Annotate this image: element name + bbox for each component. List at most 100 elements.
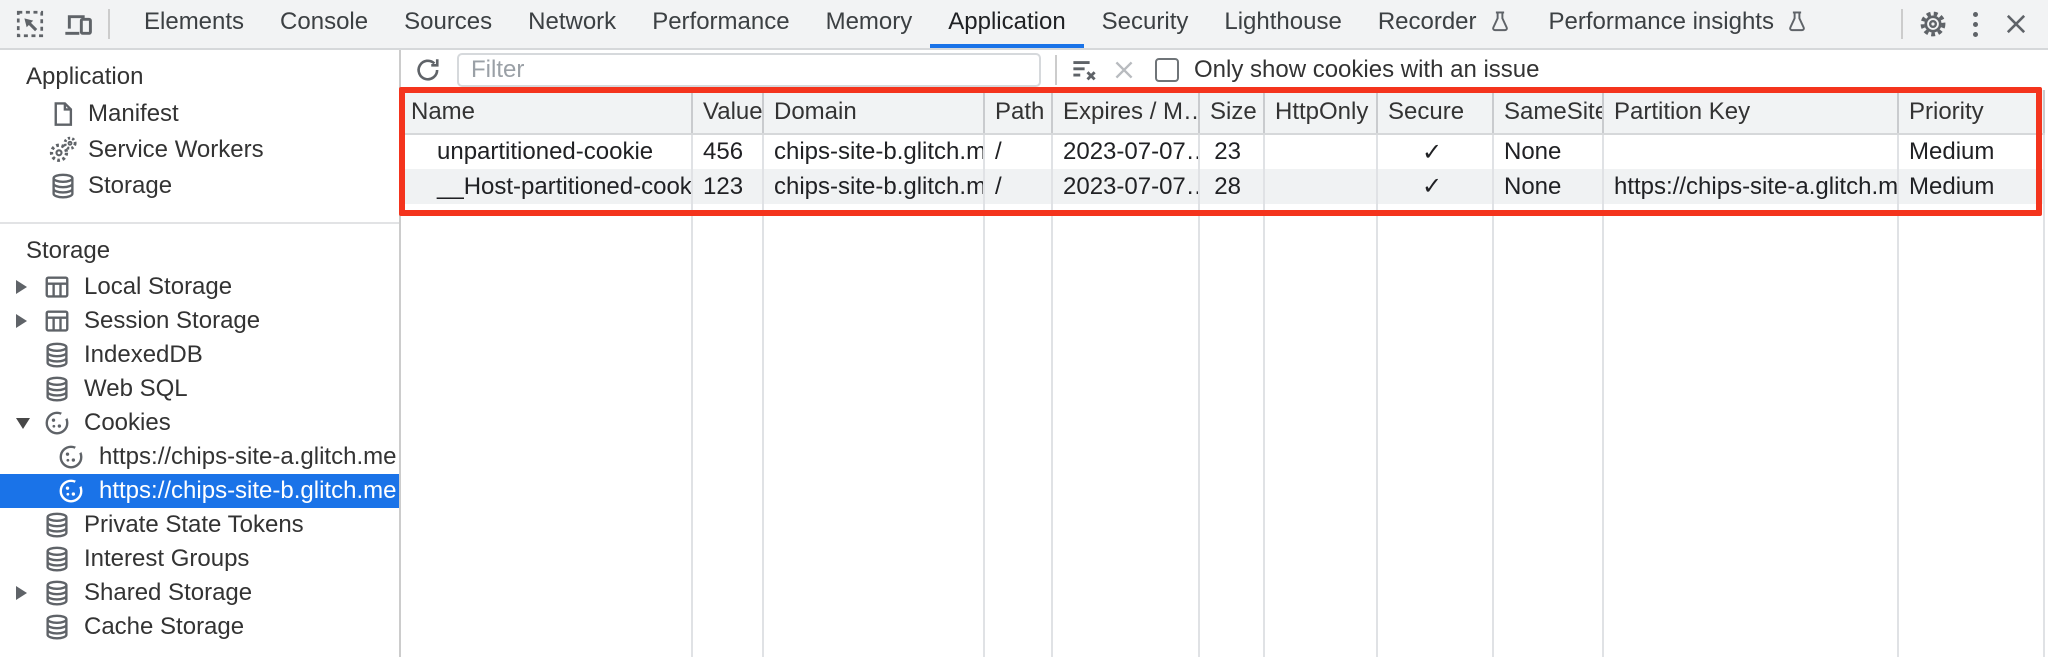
column-header-path[interactable]: Path xyxy=(984,90,1053,135)
column-header-httponly[interactable]: HttpOnly xyxy=(1264,90,1378,135)
tab-label: Memory xyxy=(825,8,913,35)
tab-sources[interactable]: Sources xyxy=(386,0,510,48)
tab-application[interactable]: Application xyxy=(930,0,1084,48)
sidebar-item-manifest[interactable]: Manifest xyxy=(0,96,399,132)
sidebar-item-interest-groups[interactable]: Interest Groups xyxy=(0,542,399,576)
more-options-icon[interactable] xyxy=(1973,11,1978,37)
cell-expires[interactable]: 2023-07-07… xyxy=(1052,134,1200,169)
tab-memory[interactable]: Memory xyxy=(808,0,931,48)
tab-performance-insights[interactable]: Performance insights xyxy=(1531,0,1828,48)
clear-filter-icon[interactable] xyxy=(1069,55,1099,85)
sidebar-item-service-workers[interactable]: Service Workers xyxy=(0,132,399,168)
cell-partition-key[interactable]: https://chips-site-a.glitch.me xyxy=(1603,169,1899,204)
only-show-issue-checkbox[interactable] xyxy=(1155,58,1179,82)
only-show-issue-label[interactable]: Only show cookies with an issue xyxy=(1194,56,1540,83)
database-icon xyxy=(42,578,72,608)
column-header-name[interactable]: Name xyxy=(401,90,693,135)
toolbar-separator xyxy=(1901,9,1903,39)
sidebar-item-private-state-tokens[interactable]: Private State Tokens xyxy=(0,508,399,542)
tab-network[interactable]: Network xyxy=(510,0,634,48)
cell-size[interactable]: 28 xyxy=(1199,169,1265,204)
database-icon xyxy=(48,171,78,201)
cell-path[interactable]: / xyxy=(984,169,1053,204)
refresh-icon[interactable] xyxy=(413,55,443,85)
settings-gear-icon[interactable] xyxy=(1917,8,1949,40)
tab-label: Performance xyxy=(652,8,790,35)
sidebar-item-cookies-chips-site-b[interactable]: https://chips-site-b.glitch.me xyxy=(0,474,399,508)
cell-expires[interactable]: 2023-07-07… xyxy=(1052,169,1200,204)
cookie-row-host-partitioned[interactable]: __Host-partitioned-cookie 123 chips-site… xyxy=(401,169,2045,204)
filter-input[interactable] xyxy=(457,53,1041,87)
cell-priority[interactable]: Medium xyxy=(1898,134,2045,169)
sidebar-item-cookies[interactable]: Cookies xyxy=(0,406,399,440)
tab-recorder[interactable]: Recorder xyxy=(1360,0,1531,48)
close-icon[interactable] xyxy=(2002,10,2030,38)
sidebar-item-label: Storage xyxy=(88,172,173,199)
tab-performance[interactable]: Performance xyxy=(634,0,807,48)
sidebar-item-session-storage[interactable]: Session Storage xyxy=(0,304,399,338)
devtools-tabbar: Elements Console Sources Network Perform… xyxy=(0,0,2048,50)
cookie-icon xyxy=(42,408,72,438)
column-header-expires[interactable]: Expires / M… xyxy=(1052,90,1200,135)
tab-console[interactable]: Console xyxy=(262,0,386,48)
sidebar-item-label: IndexedDB xyxy=(84,341,203,368)
sidebar-item-cache-storage[interactable]: Cache Storage xyxy=(0,610,399,644)
tab-label: Recorder xyxy=(1377,8,1477,35)
sidebar-item-label: Shared Storage xyxy=(84,579,253,606)
cell-value[interactable]: 456 xyxy=(692,134,764,169)
sidebar-item-indexeddb[interactable]: IndexedDB xyxy=(0,338,399,372)
column-header-secure[interactable]: Secure xyxy=(1377,90,1494,135)
cell-name[interactable]: __Host-partitioned-cookie xyxy=(401,169,693,204)
cell-samesite[interactable]: None xyxy=(1493,134,1604,169)
column-header-samesite[interactable]: SameSite xyxy=(1493,90,1604,135)
sidebar-item-label: Session Storage xyxy=(84,307,261,334)
column-header-size[interactable]: Size xyxy=(1199,90,1265,135)
database-icon xyxy=(42,510,72,540)
chevron-right-icon[interactable] xyxy=(16,280,42,294)
cell-priority[interactable]: Medium xyxy=(1898,169,2045,204)
experiment-flask-icon xyxy=(1487,9,1513,35)
table-icon xyxy=(42,306,72,336)
cell-secure[interactable]: ✓ xyxy=(1377,169,1494,204)
cell-value[interactable]: 123 xyxy=(692,169,764,204)
cell-domain[interactable]: chips-site-b.glitch.me xyxy=(763,169,985,204)
sidebar-item-web-sql[interactable]: Web SQL xyxy=(0,372,399,406)
manifest-file-icon xyxy=(48,99,78,129)
sidebar-section-storage: Storage xyxy=(0,232,399,270)
tab-security[interactable]: Security xyxy=(1084,0,1207,48)
cookie-icon xyxy=(56,442,86,472)
inspect-icon[interactable] xyxy=(14,8,46,40)
column-header-value[interactable]: Value xyxy=(692,90,764,135)
chevron-down-icon[interactable] xyxy=(16,417,42,429)
table-icon xyxy=(42,272,72,302)
sidebar-item-shared-storage[interactable]: Shared Storage xyxy=(0,576,399,610)
cell-path[interactable]: / xyxy=(984,134,1053,169)
delete-icon[interactable] xyxy=(1111,57,1137,83)
sidebar-item-local-storage[interactable]: Local Storage xyxy=(0,270,399,304)
cell-secure[interactable]: ✓ xyxy=(1377,134,1494,169)
cell-samesite[interactable]: None xyxy=(1493,169,1604,204)
column-header-partition-key[interactable]: Partition Key xyxy=(1603,90,1899,135)
cell-size[interactable]: 23 xyxy=(1199,134,1265,169)
cell-partition-key[interactable] xyxy=(1603,134,1899,169)
chevron-right-icon[interactable] xyxy=(16,586,42,600)
cell-name[interactable]: unpartitioned-cookie xyxy=(401,134,693,169)
cell-httponly[interactable] xyxy=(1264,134,1378,169)
cookie-icon xyxy=(56,476,86,506)
cell-httponly[interactable] xyxy=(1264,169,1378,204)
sidebar-item-label: Cache Storage xyxy=(84,613,245,640)
cookie-row-unpartitioned[interactable]: unpartitioned-cookie 456 chips-site-b.gl… xyxy=(401,134,2045,169)
sidebar-item-storage[interactable]: Storage xyxy=(0,168,399,204)
sidebar-item-cookies-chips-site-a[interactable]: https://chips-site-a.glitch.me xyxy=(0,440,399,474)
table-header-row: Name Value Domain Path Expires / M… Size… xyxy=(401,90,2045,135)
chevron-right-icon[interactable] xyxy=(16,314,42,328)
column-header-domain[interactable]: Domain xyxy=(763,90,985,135)
device-toolbar-icon[interactable] xyxy=(62,8,94,40)
column-header-priority[interactable]: Priority xyxy=(1898,90,2045,135)
tab-elements[interactable]: Elements xyxy=(126,0,262,48)
sidebar-item-label: Private State Tokens xyxy=(84,511,304,538)
cell-domain[interactable]: chips-site-b.glitch.me xyxy=(763,134,985,169)
tab-lighthouse[interactable]: Lighthouse xyxy=(1206,0,1359,48)
sidebar-divider xyxy=(0,222,399,224)
tab-label: Performance insights xyxy=(1548,8,1774,35)
